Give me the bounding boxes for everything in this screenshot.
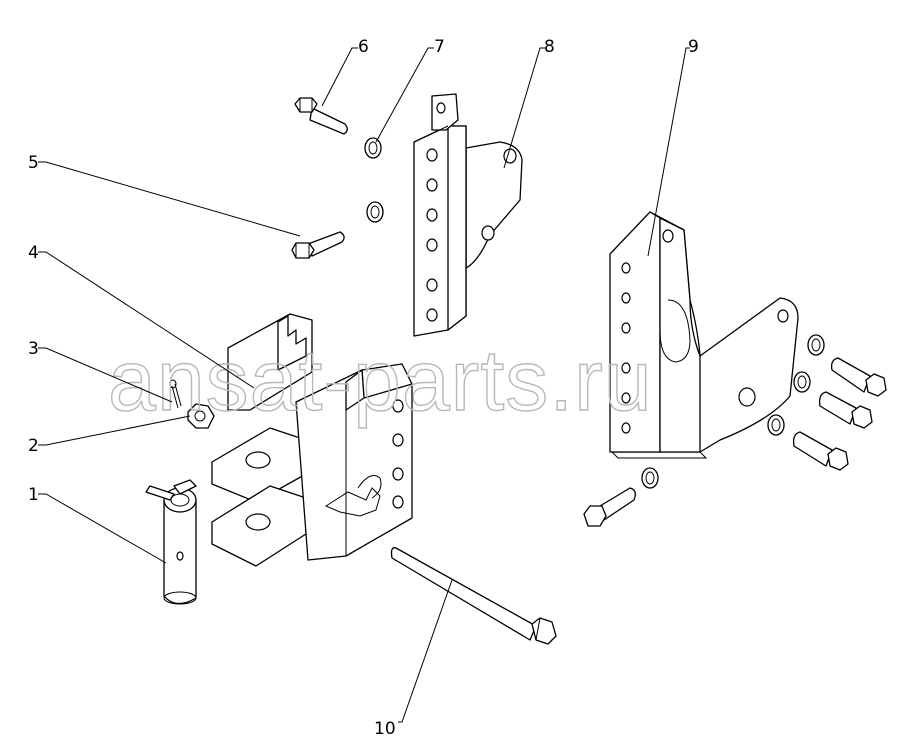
part-10-long-bolt xyxy=(390,547,557,645)
part-7-washers xyxy=(364,137,384,223)
part-1-pin xyxy=(145,479,197,605)
callout-2: 2 xyxy=(28,436,39,456)
part-9-bracket xyxy=(609,211,799,459)
part-3-cotter-pin xyxy=(169,379,182,409)
right-bolts-and-washers xyxy=(583,334,887,527)
callout-6: 6 xyxy=(358,37,369,57)
part-5-bolt xyxy=(291,231,345,259)
part-6-bolt xyxy=(294,97,348,135)
part-8-bracket xyxy=(413,93,523,337)
callout-7: 7 xyxy=(434,37,445,57)
callout-5: 5 xyxy=(28,153,39,173)
callout-labels: 1 2 3 4 5 6 7 8 9 10 xyxy=(28,37,699,739)
part-2-castle-nut xyxy=(187,403,215,429)
callout-8: 8 xyxy=(544,37,555,57)
callout-3: 3 xyxy=(28,339,39,359)
callout-4: 4 xyxy=(28,243,39,263)
callout-1: 1 xyxy=(28,485,39,505)
leader-lines xyxy=(38,47,690,723)
callout-9: 9 xyxy=(688,37,699,57)
part-4-hitch-body xyxy=(211,313,413,567)
callout-10: 10 xyxy=(374,719,396,739)
watermark-text: ansat-parts.ru xyxy=(108,333,653,429)
